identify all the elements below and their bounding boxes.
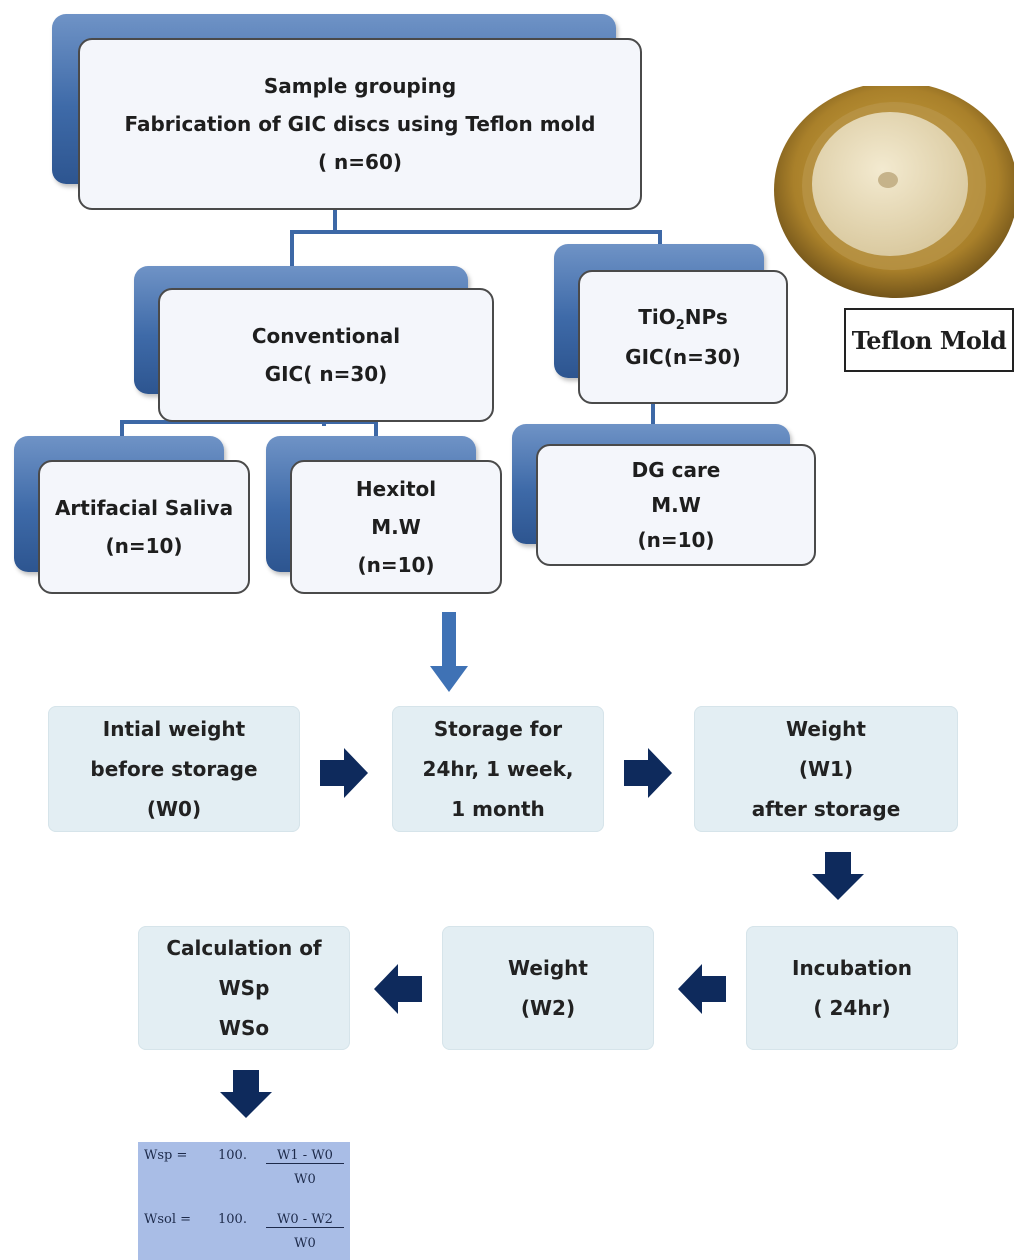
storage-line2: 24hr, 1 week, (422, 757, 574, 781)
connector-to-artificial (120, 420, 124, 442)
tio2-gic-box: TiO2NPs GIC(n=30) (578, 270, 788, 404)
conventional-gic-box: Conventional GIC( n=30) (158, 288, 494, 422)
wsp-numerator: W1 - W0 (266, 1148, 344, 1164)
fabrication-text: Fabrication of GIC discs using Teflon mo… (124, 112, 596, 136)
right-arrow-icon (624, 748, 672, 798)
incubation-box: Incubation ( 24hr) (746, 926, 958, 1050)
weight-w1-box: Weight (W1) after storage (694, 706, 958, 832)
teflon-mold-photo (756, 82, 1014, 300)
wso-denominator: W0 (294, 1236, 316, 1251)
dg-care-mw: M.W (651, 492, 701, 517)
wsp-denominator: W0 (294, 1172, 316, 1187)
artificial-saliva-count: (n=10) (105, 534, 183, 558)
calculation-line1: Calculation of (166, 936, 322, 960)
dg-care-count: (n=10) (637, 527, 715, 552)
conventional-count: GIC( n=30) (264, 362, 388, 386)
hexitol-label: Hexitol (355, 477, 437, 501)
connector-to-hexitol (374, 420, 378, 442)
artificial-saliva-label: Artifacial Saliva (54, 496, 234, 520)
hexitol-box: Hexitol M.W (n=10) (290, 460, 502, 594)
sample-grouping-box: Sample grouping Fabrication of GIC discs… (78, 38, 642, 210)
artificial-saliva-box: Artifacial Saliva (n=10) (38, 460, 250, 594)
calculation-box: Calculation of WSp WSo (138, 926, 350, 1050)
dg-care-label: DG care (631, 457, 721, 482)
tio2-label-rest: NPs (684, 304, 728, 329)
wso-lhs: Wsol = (144, 1212, 192, 1227)
wsp-factor: 100. (218, 1148, 247, 1163)
connector-top-horizontal (290, 230, 662, 234)
weight-w1-line3: after storage (751, 797, 901, 821)
left-arrow-icon (678, 964, 726, 1014)
wsp-lhs: Wsp = (144, 1148, 188, 1163)
incubation-line1: Incubation (792, 956, 912, 980)
initial-weight-line1: Intial weight (102, 717, 246, 741)
teflon-mold-label: Teflon Mold (844, 308, 1014, 372)
incubation-line2: ( 24hr) (813, 996, 891, 1020)
calculation-line2: WSp (218, 976, 270, 1000)
initial-weight-line2: before storage (90, 757, 258, 781)
wso-factor: 100. (218, 1212, 247, 1227)
conventional-label: Conventional (251, 324, 401, 348)
tio2-count: GIC(n=30) (625, 345, 741, 370)
tio2-label: TiO2NPs (638, 298, 728, 339)
connector-to-tio2 (658, 230, 662, 250)
dg-care-box: DG care M.W (n=10) (536, 444, 816, 566)
wso-numerator: W0 - W2 (266, 1212, 344, 1228)
initial-weight-box: Intial weight before storage (W0) (48, 706, 300, 832)
down-arrow-icon (428, 612, 470, 692)
down-arrow-icon (220, 1070, 272, 1118)
connector-conv-horizontal (120, 420, 378, 424)
connector-to-conventional (290, 230, 294, 272)
storage-box: Storage for 24hr, 1 week, 1 month (392, 706, 604, 832)
down-arrow-icon (812, 852, 864, 900)
tio2-label-sub: 2 (675, 317, 685, 333)
hexitol-mw: M.W (371, 515, 421, 539)
weight-w2-line1: Weight (508, 956, 588, 980)
storage-line3: 1 month (451, 797, 545, 821)
weight-w2-box: Weight (W2) (442, 926, 654, 1050)
connector-tio2-to-dg (651, 402, 655, 430)
weight-w2-line2: (W2) (520, 996, 576, 1020)
sample-grouping-title: Sample grouping (263, 74, 457, 98)
weight-w1-line2: (W1) (798, 757, 854, 781)
initial-weight-line3: (W0) (146, 797, 202, 821)
formula-box: Wsp = 100. W1 - W0 W0 Wsol = 100. W0 - W… (138, 1142, 350, 1260)
left-arrow-icon (374, 964, 422, 1014)
right-arrow-icon (320, 748, 368, 798)
hexitol-count: (n=10) (357, 553, 435, 577)
tio2-label-main: TiO (638, 304, 676, 329)
weight-w1-line1: Weight (786, 717, 866, 741)
storage-line1: Storage for (433, 717, 563, 741)
calculation-line3: WSo (218, 1016, 270, 1040)
total-count: ( n=60) (317, 150, 403, 174)
connector-top-down (333, 208, 337, 234)
